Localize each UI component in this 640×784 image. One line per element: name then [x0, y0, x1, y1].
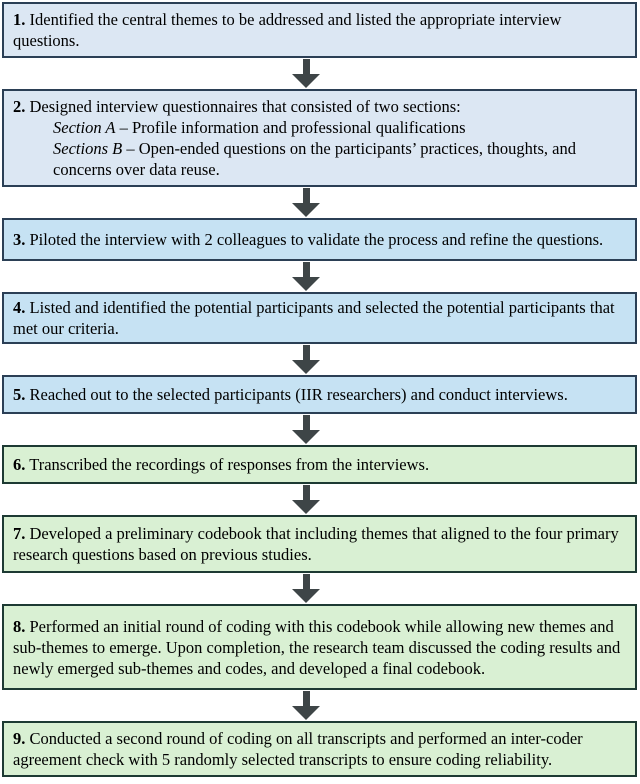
connector-8-9 — [0, 690, 640, 721]
step-text: Reached out to the selected participants… — [29, 385, 568, 404]
connector-2-3 — [0, 187, 640, 218]
step-box-1: 1. Identified the central themes to be a… — [2, 2, 637, 58]
section-b-line: Sections B – Open-ended questions on the… — [53, 138, 626, 180]
down-arrow-icon — [292, 59, 320, 88]
down-arrow-icon — [292, 188, 320, 217]
step-box-5: 5. Reached out to the selected participa… — [2, 375, 637, 414]
step-text: Performed an initial round of coding wit… — [13, 617, 621, 678]
step-text: Conducted a second round of coding on al… — [13, 729, 583, 769]
step-text: Piloted the interview with 2 colleagues … — [29, 230, 604, 249]
step-box-2: 2. Designed interview questionnaires tha… — [2, 89, 637, 187]
connector-1-2 — [0, 58, 640, 89]
step-lead-line: 2. Designed interview questionnaires tha… — [13, 96, 626, 117]
down-arrow-icon — [292, 691, 320, 720]
step-text: Identified the central themes to be addr… — [13, 10, 562, 50]
step-text: Listed and identified the potential part… — [13, 298, 615, 338]
step-number: 8. — [13, 617, 26, 636]
section-text: – Open-ended questions on the participan… — [53, 139, 576, 179]
step-number: 6. — [13, 455, 26, 474]
step-number: 9. — [13, 729, 26, 748]
down-arrow-icon — [292, 485, 320, 514]
connector-6-7 — [0, 484, 640, 515]
step-box-8: 8. Performed an initial round of coding … — [2, 604, 637, 690]
step-number: 1. — [13, 10, 26, 29]
section-label: Sections B — [53, 139, 123, 158]
section-a-line: Section A – Profile information and prof… — [53, 117, 626, 138]
step-number: 2. — [13, 97, 26, 116]
step-number: 3. — [13, 230, 26, 249]
step-number: 7. — [13, 524, 26, 543]
step-number: 4. — [13, 298, 26, 317]
step-text: Transcribed the recordings of responses … — [29, 455, 430, 474]
down-arrow-icon — [292, 262, 320, 291]
section-text: – Profile information and professional q… — [115, 118, 466, 137]
step-text: Developed a preliminary codebook that in… — [13, 524, 619, 564]
step-box-7: 7. Developed a preliminary codebook that… — [2, 515, 637, 573]
section-label: Section A — [53, 118, 116, 137]
step-box-3: 3. Piloted the interview with 2 colleagu… — [2, 218, 637, 261]
down-arrow-icon — [292, 415, 320, 444]
down-arrow-icon — [292, 574, 320, 603]
down-arrow-icon — [292, 345, 320, 374]
connector-3-4 — [0, 261, 640, 292]
step-number: 5. — [13, 385, 26, 404]
step-text: Designed interview questionnaires that c… — [29, 97, 461, 116]
step-box-4: 4. Listed and identified the potential p… — [2, 292, 637, 344]
step-box-9: 9. Conducted a second round of coding on… — [2, 721, 637, 777]
step-box-6: 6. Transcribed the recordings of respons… — [2, 445, 637, 484]
connector-7-8 — [0, 573, 640, 604]
connector-5-6 — [0, 414, 640, 445]
connector-4-5 — [0, 344, 640, 375]
